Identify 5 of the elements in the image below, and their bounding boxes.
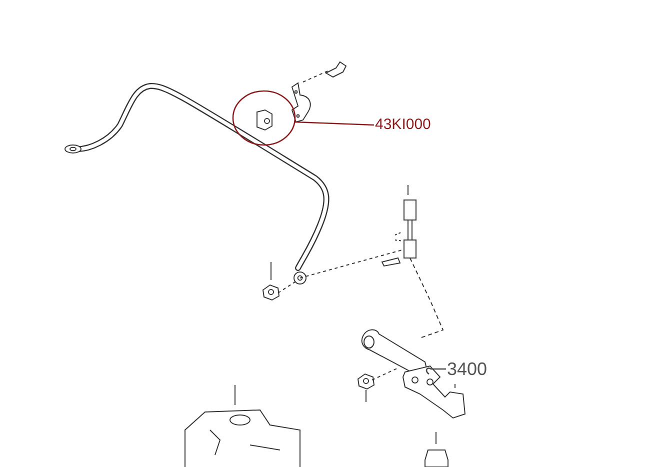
part-number: 43KI000 xyxy=(375,117,431,132)
callout-circle xyxy=(232,90,296,146)
leader-line xyxy=(294,121,374,126)
part-number: 3400 xyxy=(447,360,488,378)
leader-line xyxy=(426,368,446,375)
